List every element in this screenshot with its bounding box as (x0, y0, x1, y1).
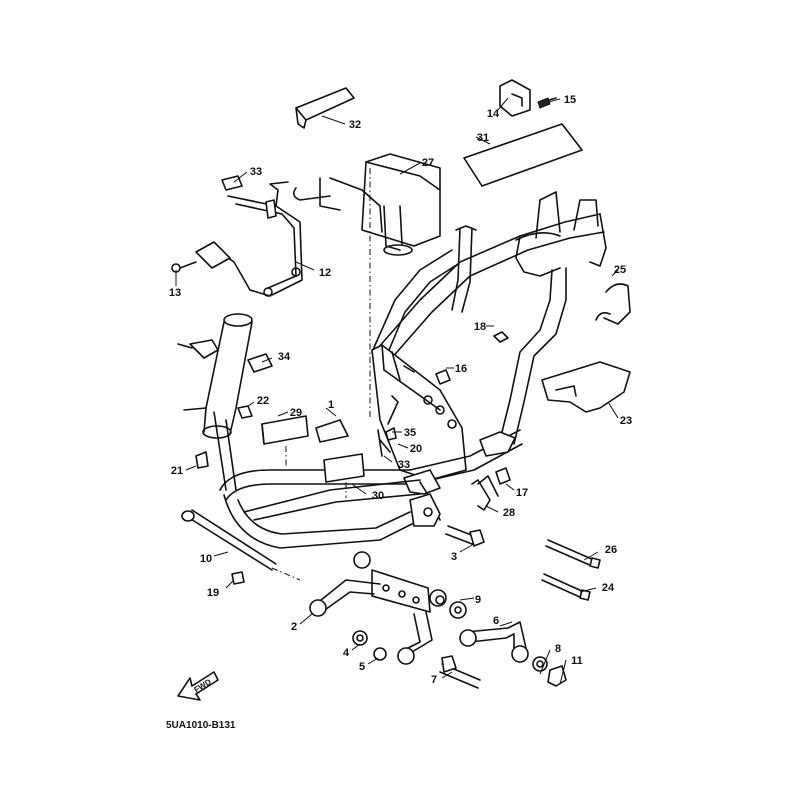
callout-4: 4 (343, 647, 350, 659)
callout-7: 7 (431, 674, 437, 686)
callout-28: 28 (503, 507, 515, 519)
callout-20: 20 (410, 443, 422, 455)
callout-5: 5 (359, 661, 365, 673)
battery-box (292, 153, 441, 256)
alignment-lines (271, 168, 371, 581)
callout-27: 27 (422, 157, 434, 169)
callout-25: 25 (614, 264, 626, 276)
callout-labels: 1 2 3 4 5 6 7 8 9 10 11 12 13 14 15 16 1… (169, 94, 632, 686)
callout-11: 11 (571, 655, 583, 667)
callout-21: 21 (171, 465, 183, 477)
callout-33-top: 33 (250, 166, 262, 178)
callout-32: 32 (349, 119, 361, 131)
callout-6: 6 (493, 615, 499, 627)
callout-24: 24 (602, 582, 615, 594)
cable-ties (541, 539, 601, 601)
callout-8: 8 (555, 643, 561, 655)
main-frame (177, 191, 607, 549)
callout-3: 3 (451, 551, 457, 563)
forward-direction-arrow: FWD (177, 671, 219, 701)
rear-pieces (541, 283, 631, 413)
callout-13: 13 (169, 287, 181, 299)
callout-14: 14 (487, 108, 500, 120)
callout-19: 19 (207, 587, 219, 599)
battery-band (171, 181, 303, 297)
callout-23: 23 (620, 415, 632, 427)
engine-mount-assembly (309, 551, 567, 689)
callout-30: 30 (372, 490, 384, 502)
callout-22: 22 (257, 395, 269, 407)
callout-29: 29 (290, 407, 302, 419)
callout-34: 34 (278, 351, 291, 363)
callout-16: 16 (455, 363, 467, 375)
callout-18: 18 (474, 321, 486, 333)
callout-15: 15 (564, 94, 576, 106)
callout-33-lower: 33 (398, 459, 410, 471)
leader-lines (175, 97, 619, 685)
engine-mount-bolts (181, 509, 485, 585)
callout-10: 10 (200, 553, 212, 565)
callout-35: 35 (404, 427, 416, 439)
callout-1: 1 (328, 399, 334, 411)
drawing-code: 5UA1010-B131 (166, 720, 236, 731)
callout-31: 31 (477, 132, 489, 144)
clip-28 (471, 475, 499, 511)
callout-12: 12 (319, 267, 331, 279)
callout-2: 2 (291, 621, 297, 633)
callout-17: 17 (516, 487, 528, 499)
callout-26: 26 (605, 544, 617, 556)
small-parts (195, 79, 583, 485)
callout-9: 9 (475, 594, 481, 606)
